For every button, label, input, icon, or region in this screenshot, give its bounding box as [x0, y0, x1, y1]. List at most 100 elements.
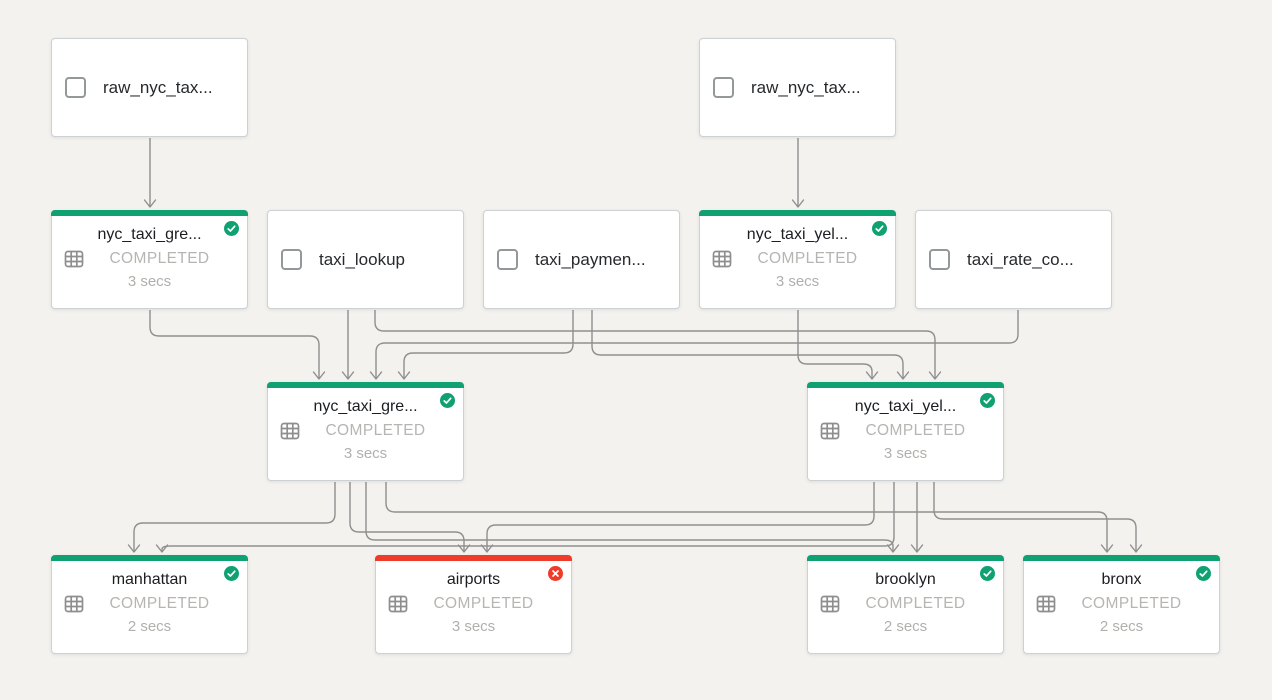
node-taxi_rate[interactable]: taxi_rate_co...: [915, 210, 1112, 309]
success-check-icon: [980, 393, 995, 408]
node-status: COMPLETED: [109, 595, 210, 612]
arrowhead-icon: [480, 544, 494, 553]
node-status: COMPLETED: [325, 422, 426, 439]
edge-mart_green-to-manhattan: [133, 482, 336, 552]
node-title: bronx: [1101, 571, 1142, 588]
node-taxi_payment[interactable]: taxi_paymen...: [483, 210, 680, 309]
edge-mart_yellow-to-bronx: [933, 482, 1137, 552]
arrowhead-icon: [791, 199, 805, 208]
status-bar: [699, 210, 896, 216]
status-bar: [807, 382, 1004, 388]
arrowhead-icon: [1129, 544, 1143, 553]
node-label: taxi_lookup: [319, 249, 406, 269]
node-status-row: COMPLETED: [52, 594, 247, 614]
table-icon: [1036, 595, 1056, 613]
node-duration: 3 secs: [775, 273, 820, 290]
arrowhead-icon: [127, 544, 141, 553]
success-check-icon: [1196, 566, 1211, 581]
edge-taxi_lookup-to-mart_yellow: [374, 310, 936, 379]
table-icon: [64, 595, 84, 613]
arrowhead-icon: [457, 544, 471, 553]
node-label: taxi_rate_co...: [967, 249, 1074, 269]
edge-mart_green-to-brooklyn: [365, 482, 894, 552]
table-icon: [712, 250, 732, 268]
status-bar: [375, 555, 572, 561]
status-bar: [267, 382, 464, 388]
error-cross-icon: [548, 566, 563, 581]
node-status: COMPLETED: [433, 595, 534, 612]
node-status-row: COMPLETED: [1024, 594, 1219, 614]
node-duration: 2 secs: [127, 618, 172, 635]
table-icon: [820, 595, 840, 613]
node-status-row: COMPLETED: [268, 421, 463, 441]
node-checkbox[interactable]: [65, 77, 86, 98]
node-status-row: COMPLETED: [52, 249, 247, 269]
node-raw_yellow[interactable]: raw_nyc_tax...: [699, 38, 896, 137]
node-duration: 3 secs: [883, 445, 928, 462]
status-bar: [51, 210, 248, 216]
arrowhead-icon: [143, 199, 157, 208]
node-title: nyc_taxi_gre...: [97, 226, 202, 243]
node-status: COMPLETED: [865, 422, 966, 439]
edge-stg_yellow-to-mart_yellow: [797, 310, 873, 379]
success-check-icon: [224, 221, 239, 236]
arrowhead-icon: [312, 371, 326, 380]
node-title: nyc_taxi_yel...: [854, 398, 957, 415]
node-stg_yellow[interactable]: nyc_taxi_yel... COMPLETED 3 secs: [699, 210, 896, 309]
node-mart_yellow[interactable]: nyc_taxi_yel... COMPLETED 3 secs: [807, 382, 1004, 481]
node-checkbox[interactable]: [713, 77, 734, 98]
arrowhead-icon: [886, 544, 900, 553]
arrowhead-icon: [369, 371, 383, 380]
node-checkbox[interactable]: [929, 249, 950, 270]
node-duration: 2 secs: [883, 618, 928, 635]
arrowhead-icon: [341, 371, 355, 380]
node-status-row: COMPLETED: [700, 249, 895, 269]
success-check-icon: [980, 566, 995, 581]
status-bar: [51, 555, 248, 561]
node-raw_green[interactable]: raw_nyc_tax...: [51, 38, 248, 137]
node-status: COMPLETED: [1081, 595, 1182, 612]
edge-mart_green-to-bronx: [385, 482, 1108, 552]
node-status: COMPLETED: [865, 595, 966, 612]
success-check-icon: [440, 393, 455, 408]
success-check-icon: [872, 221, 887, 236]
node-checkbox[interactable]: [497, 249, 518, 270]
status-bar: [1023, 555, 1220, 561]
edge-taxi_rate-to-mart_green: [375, 310, 1019, 379]
arrowhead-icon: [928, 371, 942, 380]
node-status-row: COMPLETED: [808, 421, 1003, 441]
node-status-row: COMPLETED: [376, 594, 571, 614]
arrowhead-icon: [155, 544, 169, 553]
node-title: brooklyn: [875, 571, 936, 588]
node-title: nyc_taxi_yel...: [746, 226, 849, 243]
table-icon: [280, 422, 300, 440]
edge-mart_yellow-to-manhattan: [161, 482, 895, 552]
table-icon: [820, 422, 840, 440]
edge-mart_green-to-airports: [349, 482, 465, 552]
arrowhead-icon: [865, 371, 879, 380]
edge-taxi_payment-to-mart_yellow: [591, 310, 904, 379]
node-label: raw_nyc_tax...: [751, 77, 861, 97]
node-title: manhattan: [111, 571, 188, 588]
arrowhead-icon: [397, 371, 411, 380]
node-taxi_lookup[interactable]: taxi_lookup: [267, 210, 464, 309]
table-icon: [388, 595, 408, 613]
node-status: COMPLETED: [109, 250, 210, 267]
node-duration: 2 secs: [1099, 618, 1144, 635]
node-duration: 3 secs: [451, 618, 496, 635]
node-title: nyc_taxi_gre...: [313, 398, 418, 415]
node-checkbox[interactable]: [281, 249, 302, 270]
node-status-row: COMPLETED: [808, 594, 1003, 614]
edge-mart_yellow-to-airports: [486, 482, 875, 552]
node-title: airports: [446, 571, 501, 588]
node-label: raw_nyc_tax...: [103, 77, 213, 97]
node-label: taxi_paymen...: [535, 249, 646, 269]
